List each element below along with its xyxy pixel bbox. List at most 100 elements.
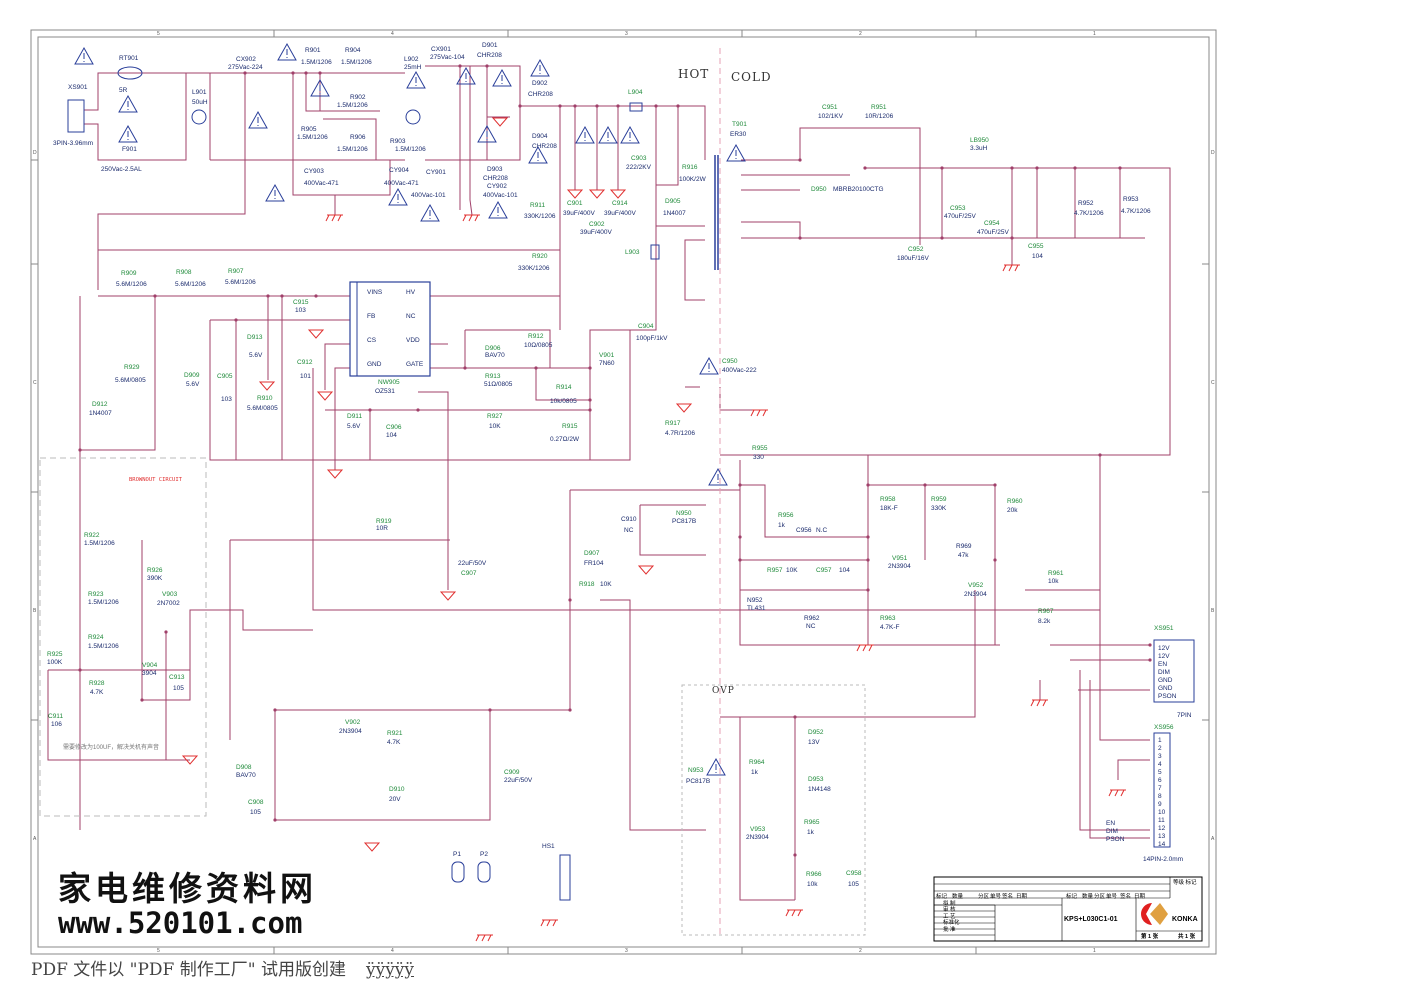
ground-icon: [588, 189, 606, 199]
component-ref-c950: C950: [722, 358, 738, 365]
title-row-label: 审 核: [943, 907, 956, 914]
earth-ground-icon: [540, 919, 558, 927]
component-value-r957: 10K: [786, 567, 798, 574]
component-value-d950: MBRB20100CTG: [833, 186, 884, 193]
ground-icon: [675, 403, 693, 413]
warning-icon: [74, 46, 94, 65]
component-value-r961: 10k: [1048, 578, 1059, 585]
component-value-cy902: 400Vac-101: [483, 192, 518, 199]
component-ref-c902: C902: [589, 221, 605, 228]
warning-icon: [456, 66, 476, 85]
xs956-pin-number: 12: [1158, 825, 1166, 832]
component-ref-c955: C955: [1028, 243, 1044, 250]
xs901-connector: [67, 99, 85, 133]
heatsink-hs1: [559, 854, 571, 901]
warning-icon: [310, 78, 330, 97]
component-ref-d952: D952: [808, 729, 824, 736]
wire: [720, 590, 976, 901]
warning-icon: [248, 110, 268, 129]
component-value-l901: 50uH: [192, 99, 208, 106]
title-header-cell: 签名: [1002, 894, 1014, 900]
xs956-pin-number: 10: [1158, 809, 1166, 816]
junction-dot: [654, 104, 658, 108]
component-value-r917: 4.7R/1206: [665, 430, 695, 437]
component-value-c915: 103: [295, 307, 306, 314]
component-value-d903: CHR208: [483, 175, 508, 182]
component-value-c907: 22uF/50V: [458, 560, 487, 567]
junction-dot: [588, 398, 592, 402]
xs956-pin-number: 5: [1158, 769, 1162, 776]
component-value-cy904: 400Vac-471: [384, 180, 419, 187]
junction-dot: [676, 104, 680, 108]
component-value-c908: 105: [250, 809, 261, 816]
ground-icon: [363, 842, 381, 852]
component-ref-r903: R903: [390, 138, 406, 145]
ic-pin-hv: HV: [406, 289, 416, 296]
component-value-t901: ER30: [730, 131, 747, 138]
konka-logo-red: [1141, 903, 1152, 925]
xs956-pin-number: 6: [1158, 777, 1162, 784]
component-ref-cy904: CY904: [389, 167, 409, 174]
component-value-r966: 10k: [807, 881, 818, 888]
component-value-r920: 330K/1206: [518, 265, 550, 272]
component-ref-d911: D911: [347, 413, 363, 420]
test-point-p1: [451, 861, 465, 883]
xs951-pin-label: GND: [1158, 685, 1173, 692]
choke-l902-symbol: [405, 109, 421, 125]
component-value-c950: 400Vac-222: [722, 367, 757, 374]
title-row-label: 工 艺: [943, 913, 956, 920]
wire: [229, 539, 450, 740]
component-value-rt901: 5R: [119, 87, 128, 94]
component-value-r962: NC: [806, 623, 816, 630]
component-ref-n950: N950: [676, 510, 692, 517]
junction-dot: [616, 104, 620, 108]
wire: [1050, 644, 1150, 839]
junction-dot: [738, 558, 742, 562]
junction-dot: [318, 71, 322, 75]
xs956-pin-number: 8: [1158, 793, 1162, 800]
component-ref-l903: L903: [625, 249, 640, 256]
wire: [739, 460, 1000, 646]
component-value-r922: 1.5M/1206: [84, 540, 115, 547]
brownout-label: BROWNOUT CIRCUIT: [129, 477, 182, 483]
xs956-pin-number: 9: [1158, 801, 1162, 808]
component-value-v903: 2N7002: [157, 600, 180, 607]
wire: [425, 65, 521, 216]
component-ref-c956: C956: [796, 527, 812, 534]
junction-dot: [1098, 453, 1102, 457]
warning-icon: [118, 94, 138, 113]
component-value-d911: 5.6V: [347, 423, 361, 430]
component-value-c910: NC: [624, 527, 634, 534]
component-value-r963: 4.7K-F: [880, 624, 900, 631]
warning-icon: [598, 125, 618, 144]
ground-icon: [181, 755, 199, 765]
component-ref-l902: L902: [404, 56, 419, 63]
component-ref-c952: C952: [908, 246, 924, 253]
component-value-r905: 1.5M/1206: [297, 134, 328, 141]
component-ref-xs901: XS901: [68, 84, 88, 91]
drawing-number: KPS+L030C1-01: [1064, 916, 1118, 923]
bead-l903: [650, 244, 660, 260]
component-ref-r916: R916: [682, 164, 698, 171]
footer-link[interactable]: ÿÿÿÿÿ: [365, 960, 415, 980]
warning-icon: [488, 200, 508, 219]
component-ref-xs956: XS956: [1154, 724, 1174, 731]
junction-dot: [940, 236, 944, 240]
ground-icon: [637, 565, 655, 575]
bead-l904: [629, 102, 643, 112]
component-ref-d906: D906: [485, 345, 501, 352]
junction-dot: [993, 558, 997, 562]
warning-icon: [118, 124, 138, 143]
component-ref-f901: F901: [122, 146, 137, 153]
xs951-connector: [1153, 639, 1195, 703]
component-value-c903: 222/2KV: [626, 164, 651, 171]
junction-dot: [793, 715, 797, 719]
component-value-r904: 1.5M/1206: [341, 59, 372, 66]
component-ref-r905: R905: [301, 126, 317, 133]
component-value-r915: 0.27Ω/2W: [550, 436, 580, 443]
component-value-c955: 104: [1032, 253, 1043, 260]
component-value-d904: CHR208: [532, 143, 557, 150]
wire: [84, 73, 187, 161]
